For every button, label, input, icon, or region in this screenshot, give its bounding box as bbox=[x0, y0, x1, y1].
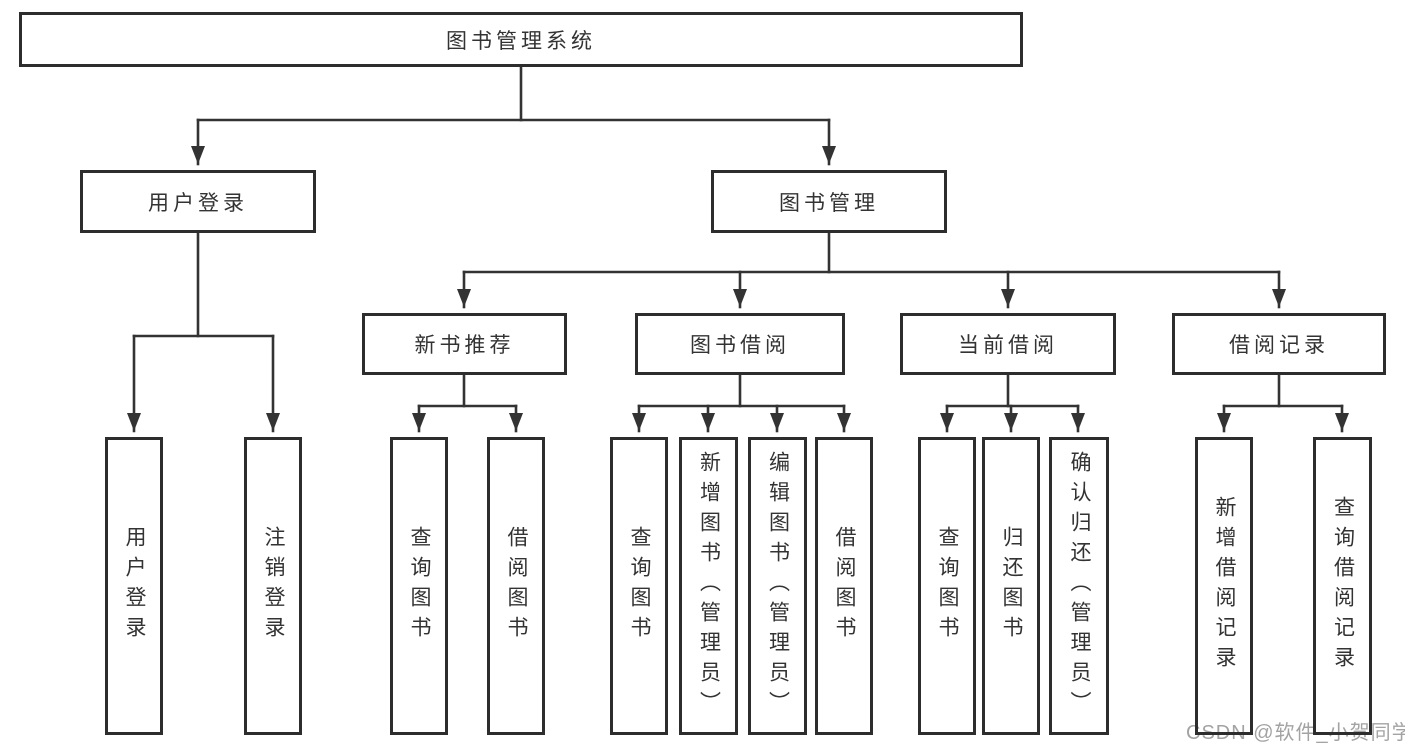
node-new-book-recommendation: 新书推荐 bbox=[362, 313, 567, 375]
leaf-query-books-current: 查询图书 bbox=[918, 437, 976, 735]
leaf-borrow-books-borrowing: 借阅图书 bbox=[815, 437, 873, 735]
leaf-return-books: 归还图书 bbox=[982, 437, 1040, 735]
leaf-logout-login: 注销登录 bbox=[244, 437, 302, 735]
leaf-confirm-return-admin: 确认归还（管理员） bbox=[1049, 437, 1109, 735]
csdn-watermark: CSDN @软件_小贺同学 bbox=[1186, 722, 1405, 744]
node-book-management: 图书管理 bbox=[711, 170, 947, 233]
leaf-query-books-borrowing: 查询图书 bbox=[610, 437, 668, 735]
node-current-borrowing: 当前借阅 bbox=[900, 313, 1116, 375]
leaf-query-books-recommend: 查询图书 bbox=[390, 437, 448, 735]
leaf-user-login: 用户登录 bbox=[105, 437, 163, 735]
leaf-query-borrow-record: 查询借阅记录 bbox=[1313, 437, 1372, 735]
leaf-add-borrow-record: 新增借阅记录 bbox=[1195, 437, 1253, 735]
edges-user-login bbox=[127, 231, 280, 433]
edges-root bbox=[191, 65, 836, 166]
node-book-borrowing: 图书借阅 bbox=[635, 313, 845, 375]
node-user-login-branch: 用户登录 bbox=[80, 170, 316, 233]
leaf-add-books-admin: 新增图书（管理员） bbox=[679, 437, 738, 735]
node-library-system: 图书管理系统 bbox=[19, 12, 1023, 67]
edges-borrowing-records bbox=[1217, 373, 1349, 433]
leaf-borrow-books-recommend: 借阅图书 bbox=[487, 437, 545, 735]
edges-current-borrowing bbox=[940, 373, 1085, 433]
node-borrowing-records: 借阅记录 bbox=[1172, 313, 1386, 375]
edges-book-management bbox=[457, 231, 1286, 309]
edges-new-book-recommendation bbox=[412, 373, 523, 433]
leaf-edit-books-admin: 编辑图书（管理员） bbox=[748, 437, 807, 735]
edges-book-borrowing bbox=[632, 373, 851, 433]
